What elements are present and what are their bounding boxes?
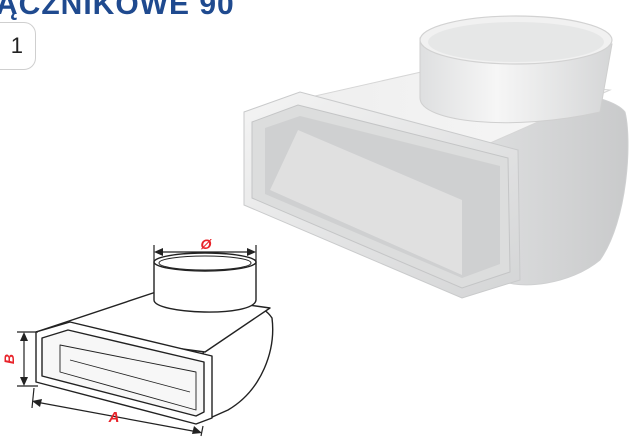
item-badge: 1 <box>0 22 36 70</box>
badge-label: 1 <box>10 33 23 58</box>
diameter-dimension <box>153 245 257 262</box>
width-dimension <box>31 387 204 437</box>
height-dimension <box>17 331 38 387</box>
height-label: B <box>1 354 17 364</box>
diameter-label: Ø <box>201 236 213 252</box>
round-spigot-outline <box>153 261 257 313</box>
rect-opening-outline <box>41 329 205 417</box>
page-title: ĄCZNIKOWE 90 <box>0 0 235 21</box>
width-label: A <box>108 409 120 426</box>
